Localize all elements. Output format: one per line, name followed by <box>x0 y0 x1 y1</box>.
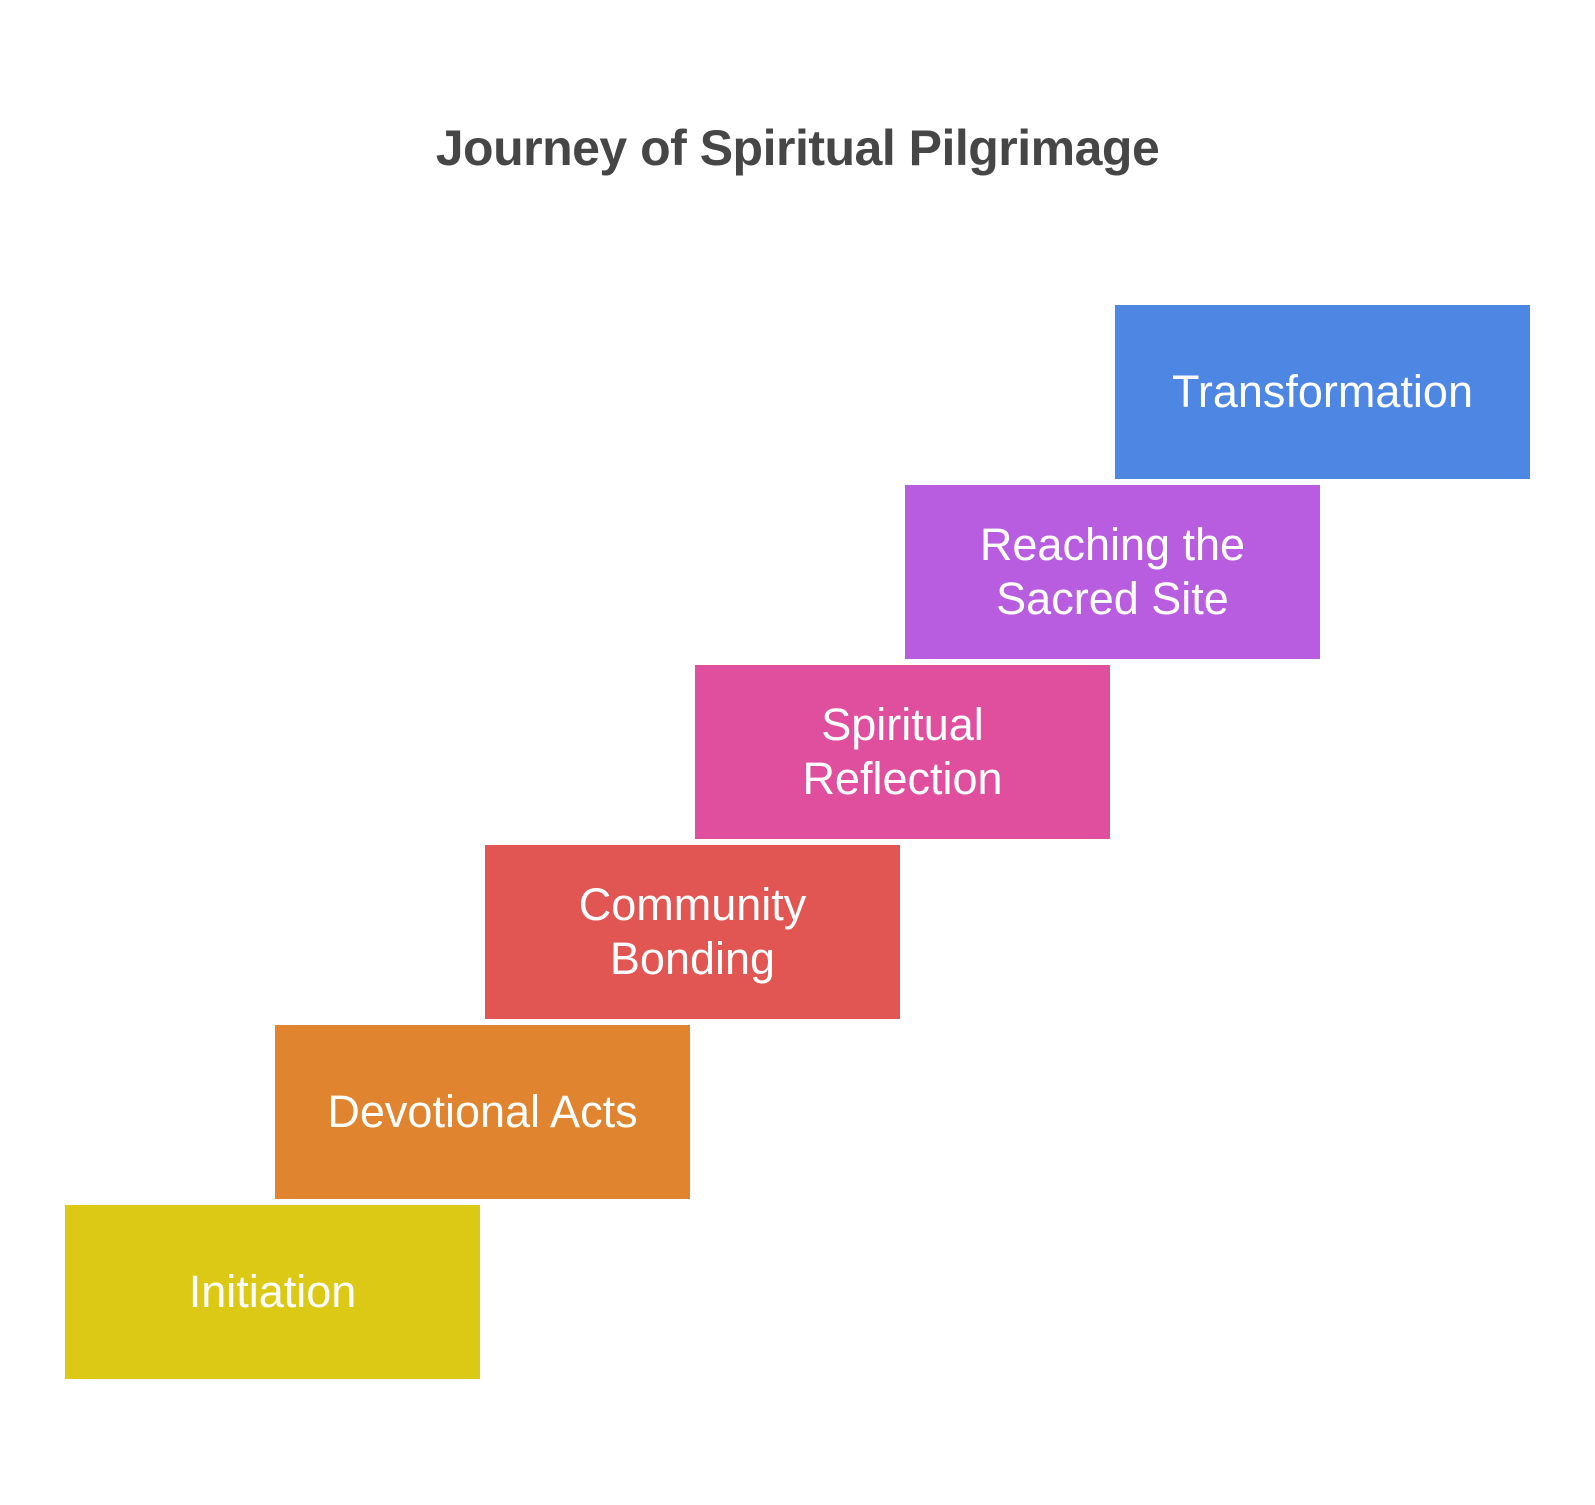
step-transformation: Transformation <box>1115 305 1530 479</box>
step-initiation-label: Initiation <box>188 1266 357 1317</box>
step-transformation-label: Transformation <box>1172 366 1473 417</box>
step-reaching-the-sacred-site: Reaching the Sacred Site <box>905 485 1320 659</box>
step-spiritual-reflection-label: Spiritual Reflection <box>802 699 1003 804</box>
step-initiation: Initiation <box>65 1205 480 1379</box>
step-community-bonding: Community Bonding <box>485 845 900 1019</box>
step-community-bonding-label: Community Bonding <box>578 879 807 984</box>
step-devotional-acts-label: Devotional Acts <box>327 1086 638 1137</box>
step-spiritual-reflection: Spiritual Reflection <box>695 665 1110 839</box>
step-reaching-the-sacred-site-label: Reaching the Sacred Site <box>979 519 1246 624</box>
diagram-title: Journey of Spiritual Pilgrimage <box>435 120 1160 176</box>
step-devotional-acts: Devotional Acts <box>275 1025 690 1199</box>
